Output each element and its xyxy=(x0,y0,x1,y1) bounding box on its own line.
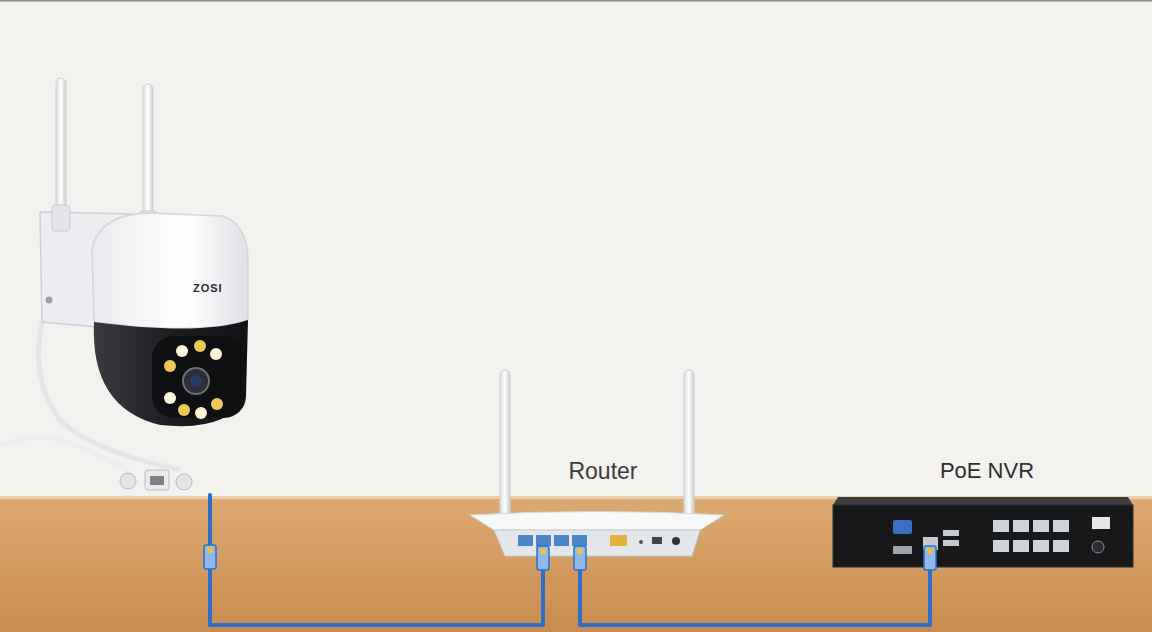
wan-port xyxy=(610,535,627,546)
plug-pins xyxy=(207,547,213,553)
camera-node: ZOSI xyxy=(30,70,255,495)
node-label: ZOSI xyxy=(193,282,223,295)
table-top xyxy=(0,497,1152,632)
nvr-top xyxy=(833,497,1133,505)
nvr-illustration xyxy=(833,497,1133,567)
camera-housing xyxy=(92,213,248,329)
usb-port xyxy=(943,530,959,536)
led xyxy=(195,407,207,419)
led xyxy=(176,345,188,357)
power-jack xyxy=(1092,541,1104,553)
dc-jack xyxy=(120,473,136,489)
rj45-plug xyxy=(537,546,549,570)
router-back xyxy=(494,530,700,556)
poe-port xyxy=(1013,520,1029,532)
antenna xyxy=(143,84,153,224)
lan-port xyxy=(554,535,569,546)
rj45-socket-hole xyxy=(150,476,164,485)
plug-body xyxy=(574,546,586,570)
plug-body xyxy=(537,546,549,570)
poe-ports xyxy=(993,520,1069,552)
power-jack xyxy=(672,537,680,545)
vga-port xyxy=(893,520,912,534)
ethernet-cable xyxy=(580,560,930,625)
led xyxy=(164,392,176,404)
ethernet-cable xyxy=(210,495,543,625)
led xyxy=(164,360,176,372)
camera-ball xyxy=(94,320,248,426)
router-top xyxy=(470,512,724,531)
lan-port xyxy=(536,535,551,546)
rj45-plug xyxy=(574,546,586,570)
led xyxy=(178,404,190,416)
nvr-node: PoE NVR xyxy=(828,452,1146,568)
rj45-plug xyxy=(204,545,216,569)
camera-illustration xyxy=(0,78,248,490)
led xyxy=(210,348,222,360)
wall-background xyxy=(0,0,1152,498)
poe-port xyxy=(1013,540,1029,552)
top-edge xyxy=(0,0,1152,2)
power-button xyxy=(652,537,662,544)
lens-glass xyxy=(190,375,202,387)
screw xyxy=(46,297,53,304)
nvr-back xyxy=(833,505,1133,567)
plug-body xyxy=(204,545,216,569)
power-switch xyxy=(1092,517,1110,529)
plug-pins xyxy=(927,548,933,554)
antenna xyxy=(684,370,694,530)
plug-body xyxy=(924,546,936,570)
node-label: PoE NVR xyxy=(828,458,1146,483)
plug-pins xyxy=(577,548,583,554)
antenna xyxy=(500,370,510,530)
camera-cable xyxy=(0,438,130,471)
poe-port xyxy=(993,540,1009,552)
poe-port xyxy=(1033,540,1049,552)
camera-face xyxy=(152,336,246,418)
rj45-plug xyxy=(924,546,936,570)
lens xyxy=(183,368,209,394)
reset-button xyxy=(639,540,643,544)
router-node: Router xyxy=(465,452,741,560)
led xyxy=(211,398,223,410)
reset-connector xyxy=(176,474,192,490)
poe-port xyxy=(993,520,1009,532)
lan-port xyxy=(518,535,533,546)
hdmi-port xyxy=(893,546,912,554)
usb-port xyxy=(943,540,959,546)
poe-port xyxy=(1053,520,1069,532)
lan-port xyxy=(572,535,587,546)
antenna xyxy=(56,78,66,218)
antenna-base xyxy=(52,205,70,231)
poe-port xyxy=(1053,540,1069,552)
led xyxy=(194,340,206,352)
node-label: Router xyxy=(465,458,741,484)
rj45-socket xyxy=(145,470,169,490)
poe-port xyxy=(1033,520,1049,532)
plug-pins xyxy=(540,548,546,554)
